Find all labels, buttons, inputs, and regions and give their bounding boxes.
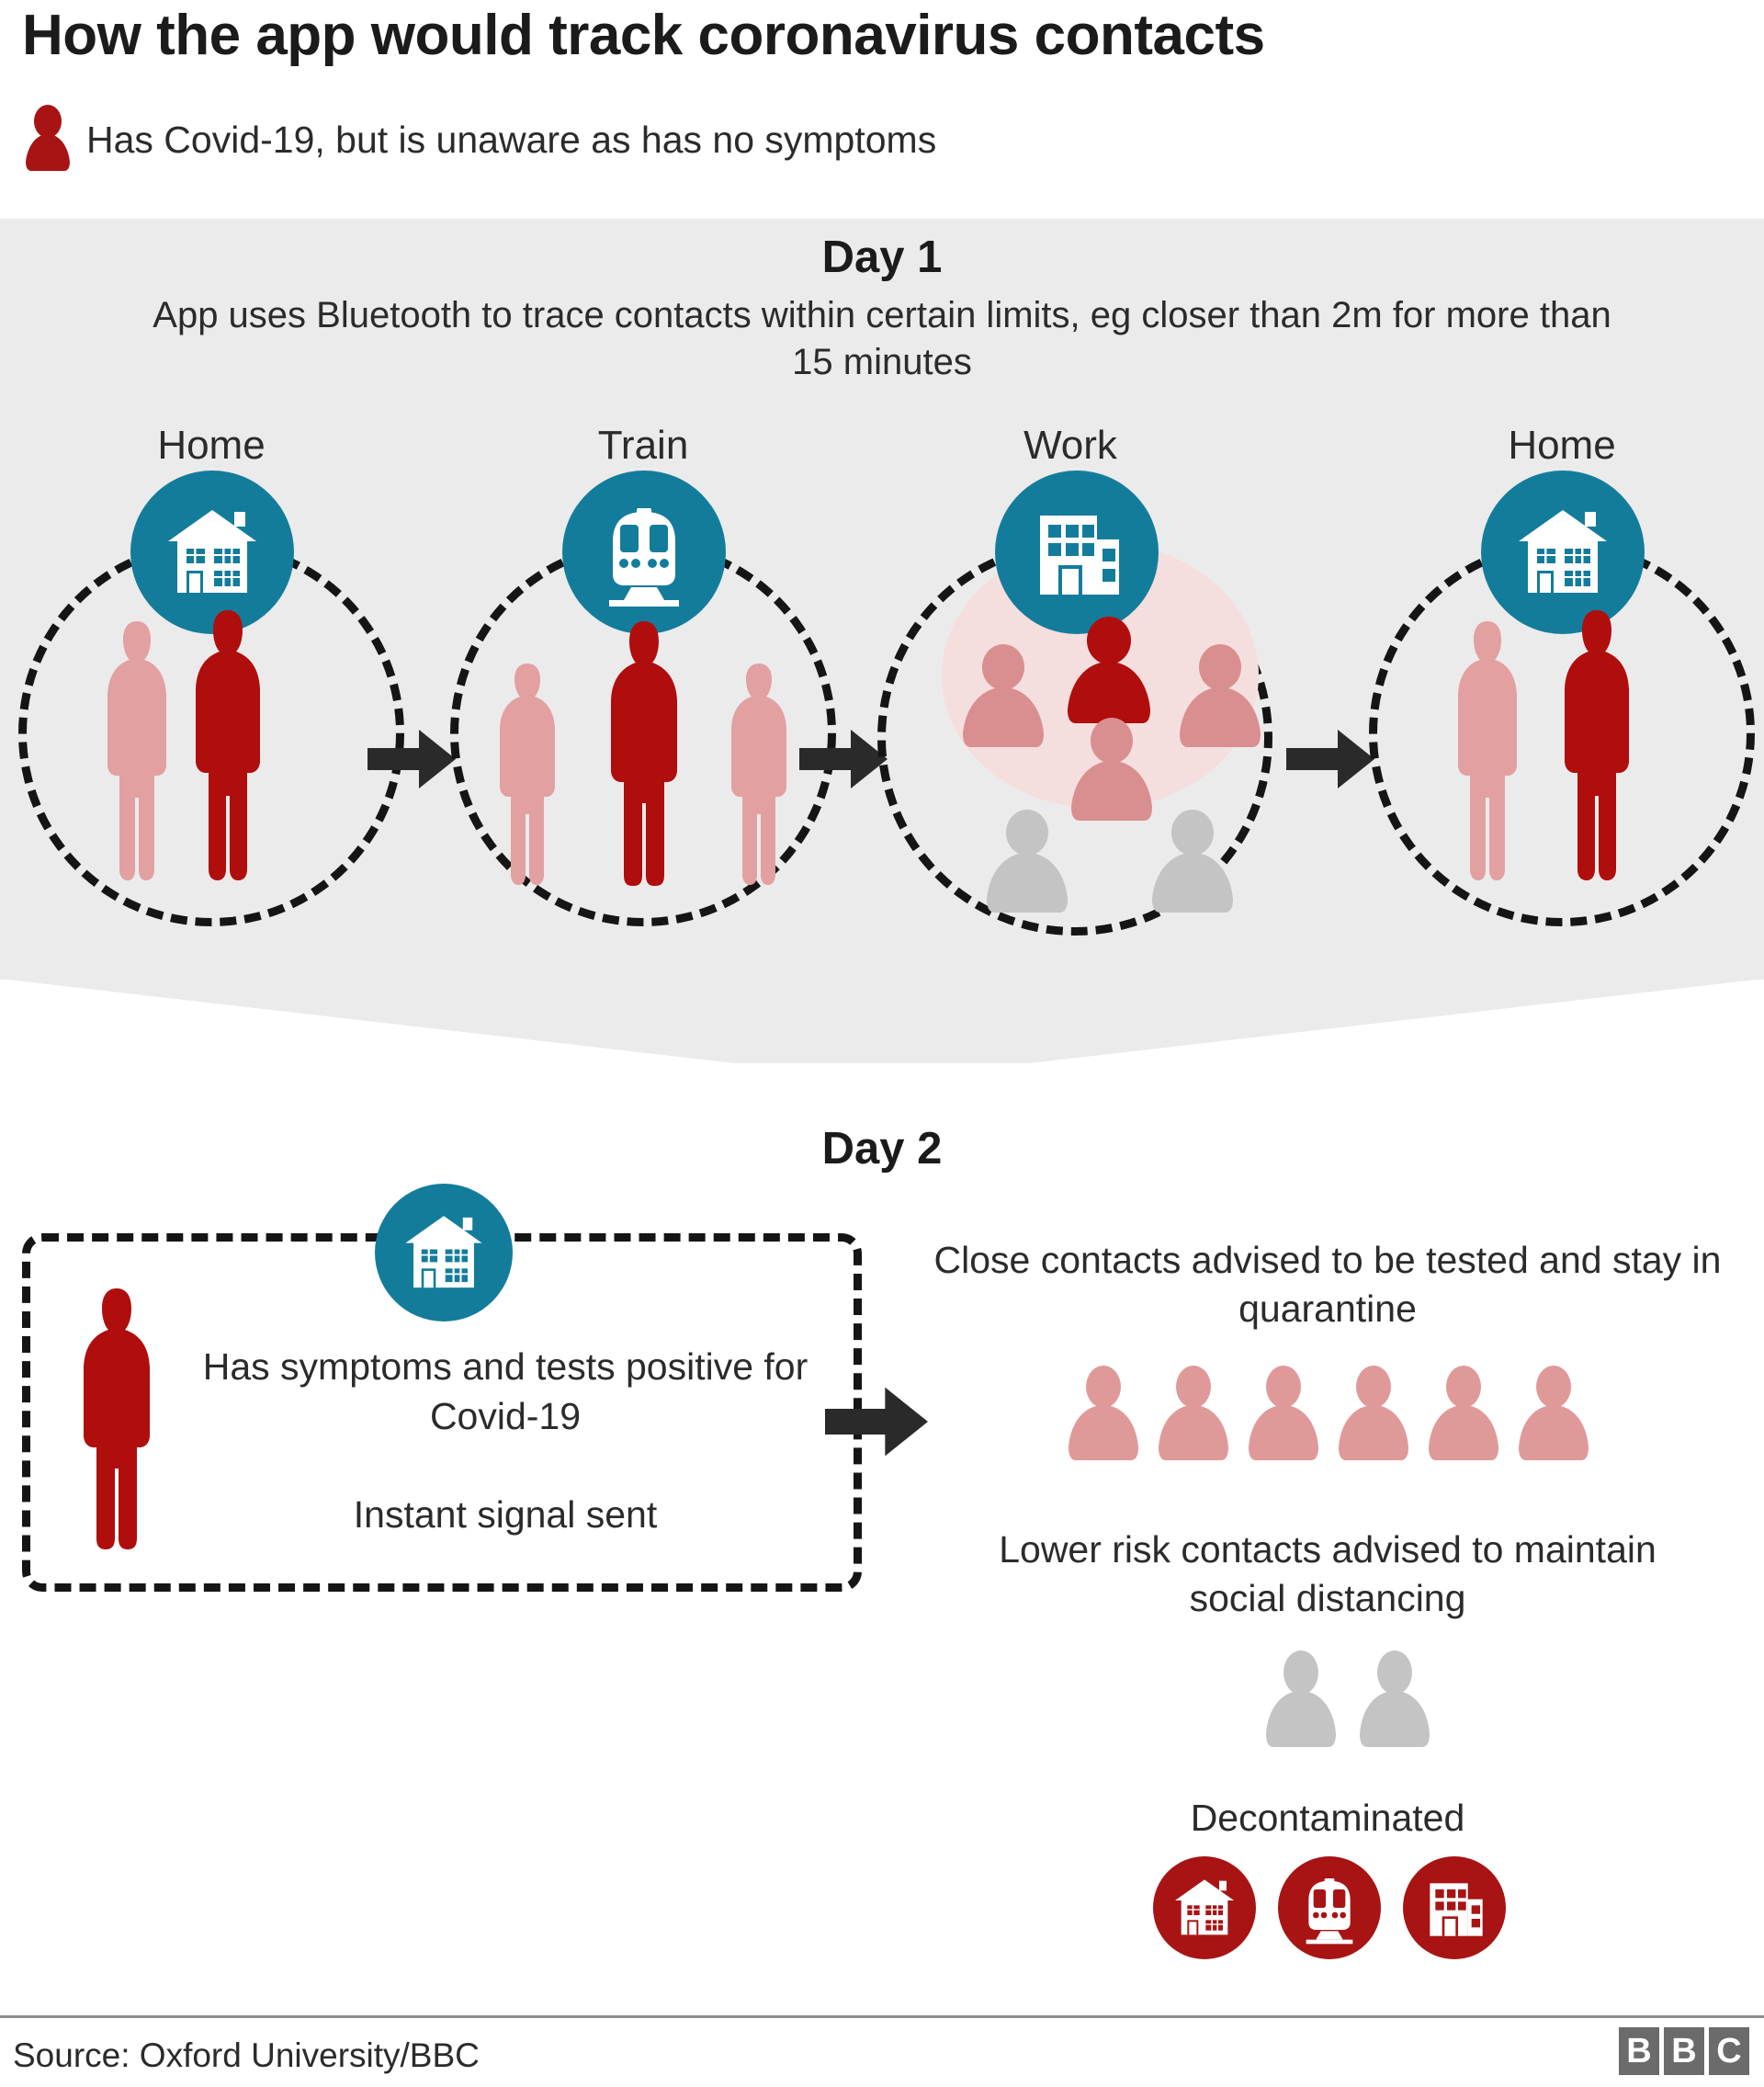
- close-contacts-figures: [1061, 1365, 1596, 1469]
- scene-train: Train: [450, 423, 836, 974]
- house-icon: [375, 1184, 513, 1321]
- person-bust-contact: [1170, 643, 1271, 752]
- bbc-logo-letter: B: [1664, 2027, 1704, 2075]
- arrow-right-icon: [825, 1383, 928, 1460]
- person-bust-contact: [1061, 1365, 1146, 1469]
- lower-risk-label: Lower risk contacts advised to maintain …: [999, 1528, 1657, 1620]
- person-figure-contact: [1452, 618, 1523, 884]
- person-figure-infected: [189, 607, 266, 884]
- person-full-body-red-icon: [75, 1285, 158, 1551]
- office-building-icon: [995, 471, 1159, 634]
- person-bust-contact: [1151, 1365, 1236, 1469]
- person-bust-icon: [22, 101, 74, 179]
- person-figure-infected: [605, 618, 684, 890]
- day1-title: Day 1: [821, 233, 943, 282]
- person-bust-contact: [1331, 1365, 1416, 1469]
- day2-box-line1: Has symptoms and tests positive for Covi…: [202, 1345, 808, 1438]
- person-bust-infected: [1057, 616, 1160, 728]
- scene-label: Home: [1508, 423, 1616, 468]
- person-bust-contact: [1421, 1365, 1506, 1469]
- scene-home-1: Home: [18, 423, 404, 974]
- scene-label: Home: [157, 423, 266, 468]
- house-icon: [1153, 1856, 1256, 1959]
- decontaminated-icons: [1153, 1856, 1506, 1959]
- house-icon: [1481, 471, 1645, 634]
- person-figure-contact: [101, 618, 173, 884]
- arrow-right-icon: [799, 726, 888, 792]
- bbc-logo-letter: B: [1619, 2027, 1659, 2075]
- scene-label: Train: [597, 423, 689, 468]
- arrow-right-icon: [1286, 726, 1374, 792]
- train-icon: [562, 471, 726, 634]
- person-bust-contact: [1241, 1365, 1326, 1469]
- bbc-logo-letter: C: [1709, 2027, 1749, 2075]
- legend-label: Has Covid-19, but is unaware as has no s…: [86, 119, 937, 161]
- lower-risk-figures: [1259, 1650, 1437, 1755]
- person-bust-lower-risk: [1352, 1650, 1437, 1755]
- house-icon: [130, 471, 294, 634]
- train-icon: [1278, 1856, 1381, 1959]
- day2-box-line2: Instant signal sent: [353, 1493, 658, 1536]
- footer-divider: [0, 2015, 1764, 2018]
- scene-home-2: Home: [1369, 423, 1755, 974]
- person-figure-contact: [726, 660, 792, 888]
- close-contacts-label: Close contacts advised to be tested and …: [933, 1239, 1722, 1331]
- page-title: How the app would track coronavirus cont…: [22, 4, 1265, 67]
- person-bust-contact: [953, 643, 1054, 752]
- person-bust-lower-risk: [1142, 809, 1243, 917]
- bbc-logo: B B C: [1619, 2027, 1749, 2075]
- scene-label: Work: [1023, 423, 1117, 468]
- person-figure-infected: [1558, 607, 1635, 884]
- decontaminated-label: Decontaminated: [1190, 1797, 1465, 1839]
- office-building-icon: [1403, 1856, 1506, 1959]
- person-bust-lower-risk: [977, 809, 1078, 917]
- person-bust-contact: [1511, 1365, 1596, 1469]
- scene-work: Work: [877, 423, 1272, 1011]
- source-label: Source: Oxford University/BBC: [13, 2036, 480, 2074]
- arrow-right-icon: [368, 726, 456, 792]
- person-bust-contact: [1061, 717, 1162, 825]
- legend: Has Covid-19, but is unaware as has no s…: [22, 101, 936, 179]
- person-figure-contact: [494, 660, 560, 888]
- day1-subtitle: App uses Bluetooth to trace contacts wit…: [153, 295, 1611, 383]
- day2-title: Day 2: [821, 1124, 943, 1174]
- person-bust-lower-risk: [1259, 1650, 1343, 1755]
